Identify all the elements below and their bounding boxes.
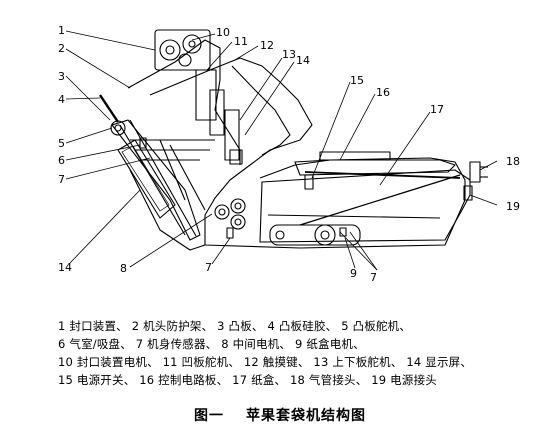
callout-10: 10 [216, 26, 230, 39]
callout-7a: 7 [58, 173, 65, 186]
figure-title: 苹果套袋机结构图 [246, 408, 366, 424]
legend-line-2: 6 气室/吸盘、 7 机身传感器、 8 中间电机、 9 纸盒电机、 [58, 337, 365, 351]
callout-19: 19 [506, 200, 520, 213]
sealing-device-box [154, 29, 211, 71]
legend-line-3: 10 封口装置电机、 11 凹板舵机、 12 触摸键、 13 上下板舵机、 14… [58, 355, 473, 369]
callout-3: 3 [58, 70, 65, 83]
lower-frame [129, 169, 206, 251]
convex-plate [111, 119, 201, 241]
body-sensor [226, 227, 234, 239]
paper-box [259, 169, 471, 243]
callout-6: 6 [58, 154, 65, 167]
paper-box-motor [269, 224, 361, 246]
legend-line-4: 15 电源开关、 16 控制电路板、 17 纸盒、 18 气管接头、 19 电源… [58, 373, 437, 387]
figure-number: 图一 [194, 408, 224, 424]
sealing-motor-gear [159, 39, 181, 61]
callout-4: 4 [58, 93, 65, 106]
callout-18: 18 [506, 155, 520, 168]
convex-silicone [99, 94, 119, 123]
figure-caption: 图一 苹果套袋机结构图 [0, 405, 560, 425]
callout-2: 2 [58, 42, 65, 55]
head-guard-frame [127, 39, 241, 165]
updown-plate-servo [224, 109, 240, 161]
callout-16: 16 [376, 86, 390, 99]
callout-8: 8 [120, 262, 127, 275]
middle-motor-rollers [214, 198, 246, 230]
callout-7b: 7 [205, 261, 212, 274]
power-switch [304, 174, 314, 190]
callout-17: 17 [430, 103, 444, 116]
callout-12: 12 [260, 39, 274, 52]
callout-1: 1 [58, 24, 65, 37]
concave-plate-servo [195, 69, 217, 121]
legend-line-1: 1 封口装置、 2 机头防护架、 3 凸板、 4 凸板硅胶、 5 凸板舵机、 [58, 319, 412, 333]
callout-14-bottom: 14 [58, 261, 72, 274]
power-connector [463, 185, 473, 201]
callout-7c: 7 [370, 271, 377, 284]
callout-9: 9 [350, 267, 357, 280]
callout-5: 5 [58, 137, 65, 150]
display-panel [117, 139, 176, 219]
callout-11: 11 [234, 35, 248, 48]
callout-14-top: 14 [296, 54, 310, 67]
machine-body-outline [149, 57, 466, 249]
air-pipe-connector [469, 161, 488, 183]
callout-15: 15 [350, 74, 364, 87]
handle-grip [231, 65, 291, 156]
callout-13: 13 [282, 48, 296, 61]
